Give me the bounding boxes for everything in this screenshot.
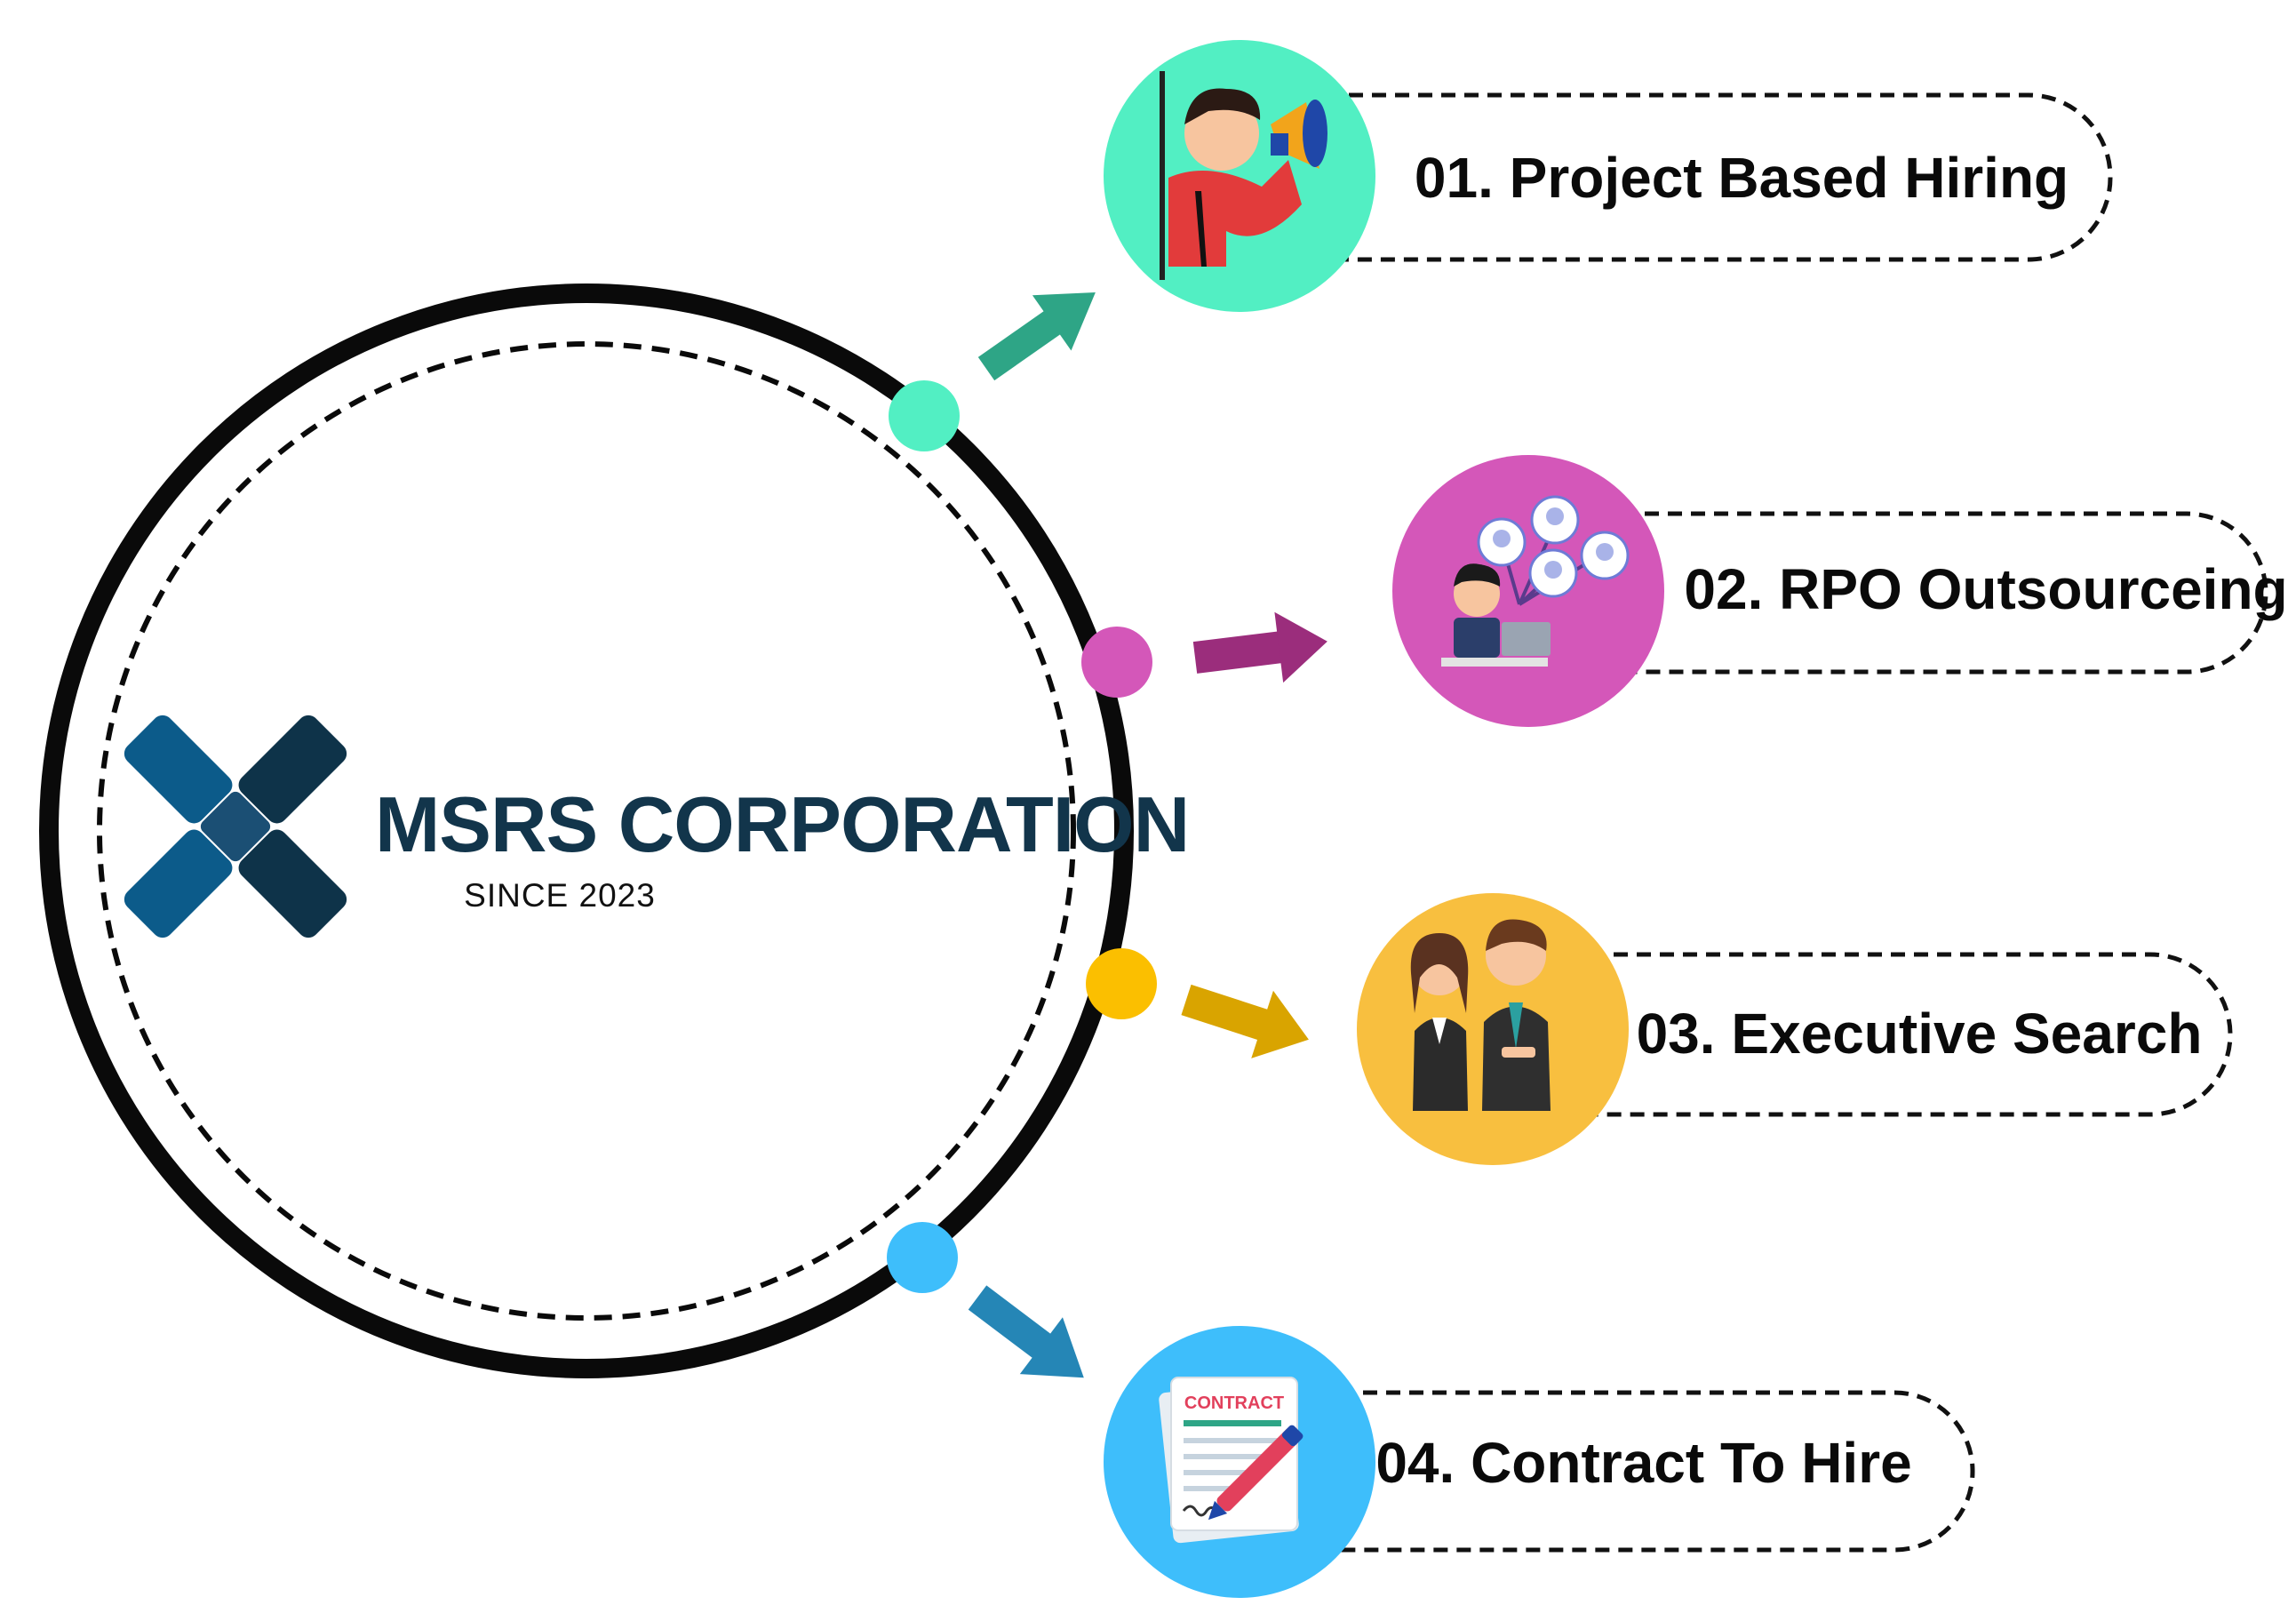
inner-dashed-ring — [97, 341, 1076, 1321]
service-item-4: CONTRACT 04. Contract To Hire — [1104, 1326, 1975, 1598]
business-people-icon — [1410, 919, 1551, 1111]
company-since: SINCE 2023 — [464, 877, 656, 914]
company-logo — [124, 715, 347, 938]
arrow-1 — [977, 291, 1096, 381]
label-2: 02. RPO Outsourceing — [1684, 557, 2287, 621]
main-ring — [39, 283, 1134, 1378]
label-pill-4 — [1259, 1390, 1975, 1553]
contract-document-icon: CONTRACT — [1159, 1377, 1303, 1544]
connector-dot-1 — [889, 380, 960, 451]
megaphone-person-icon — [1160, 71, 1327, 280]
recruiter-network-icon — [1441, 495, 1630, 667]
arrow-4 — [968, 1285, 1084, 1378]
arrow-3 — [1181, 984, 1309, 1058]
icon-circle-2 — [1392, 455, 1664, 727]
connector-dot-3 — [1086, 948, 1157, 1019]
company-name: MSRS CORPORATION — [375, 780, 1189, 868]
label-pill-3 — [1508, 952, 2233, 1117]
connector-dot-4 — [887, 1222, 958, 1293]
service-item-3: 03. Executive Search — [1357, 893, 2233, 1165]
icon-circle-1 — [1104, 40, 1375, 312]
label-4: 04. Contract To Hire — [1375, 1431, 1911, 1495]
outer-ring — [39, 283, 1134, 1378]
label-1: 01. Project Based Hiring — [1415, 146, 2069, 210]
arrow-2 — [1192, 611, 1327, 683]
contract-title: CONTRACT — [1184, 1393, 1284, 1413]
connector-dot-2 — [1081, 627, 1152, 698]
logo-mark-icon — [124, 715, 347, 938]
label-3: 03. Executive Search — [1637, 1002, 2203, 1066]
service-item-1: 01. Project Based Hiring — [1104, 40, 2113, 312]
service-item-2: 02. RPO Outsourceing — [1392, 455, 2288, 727]
